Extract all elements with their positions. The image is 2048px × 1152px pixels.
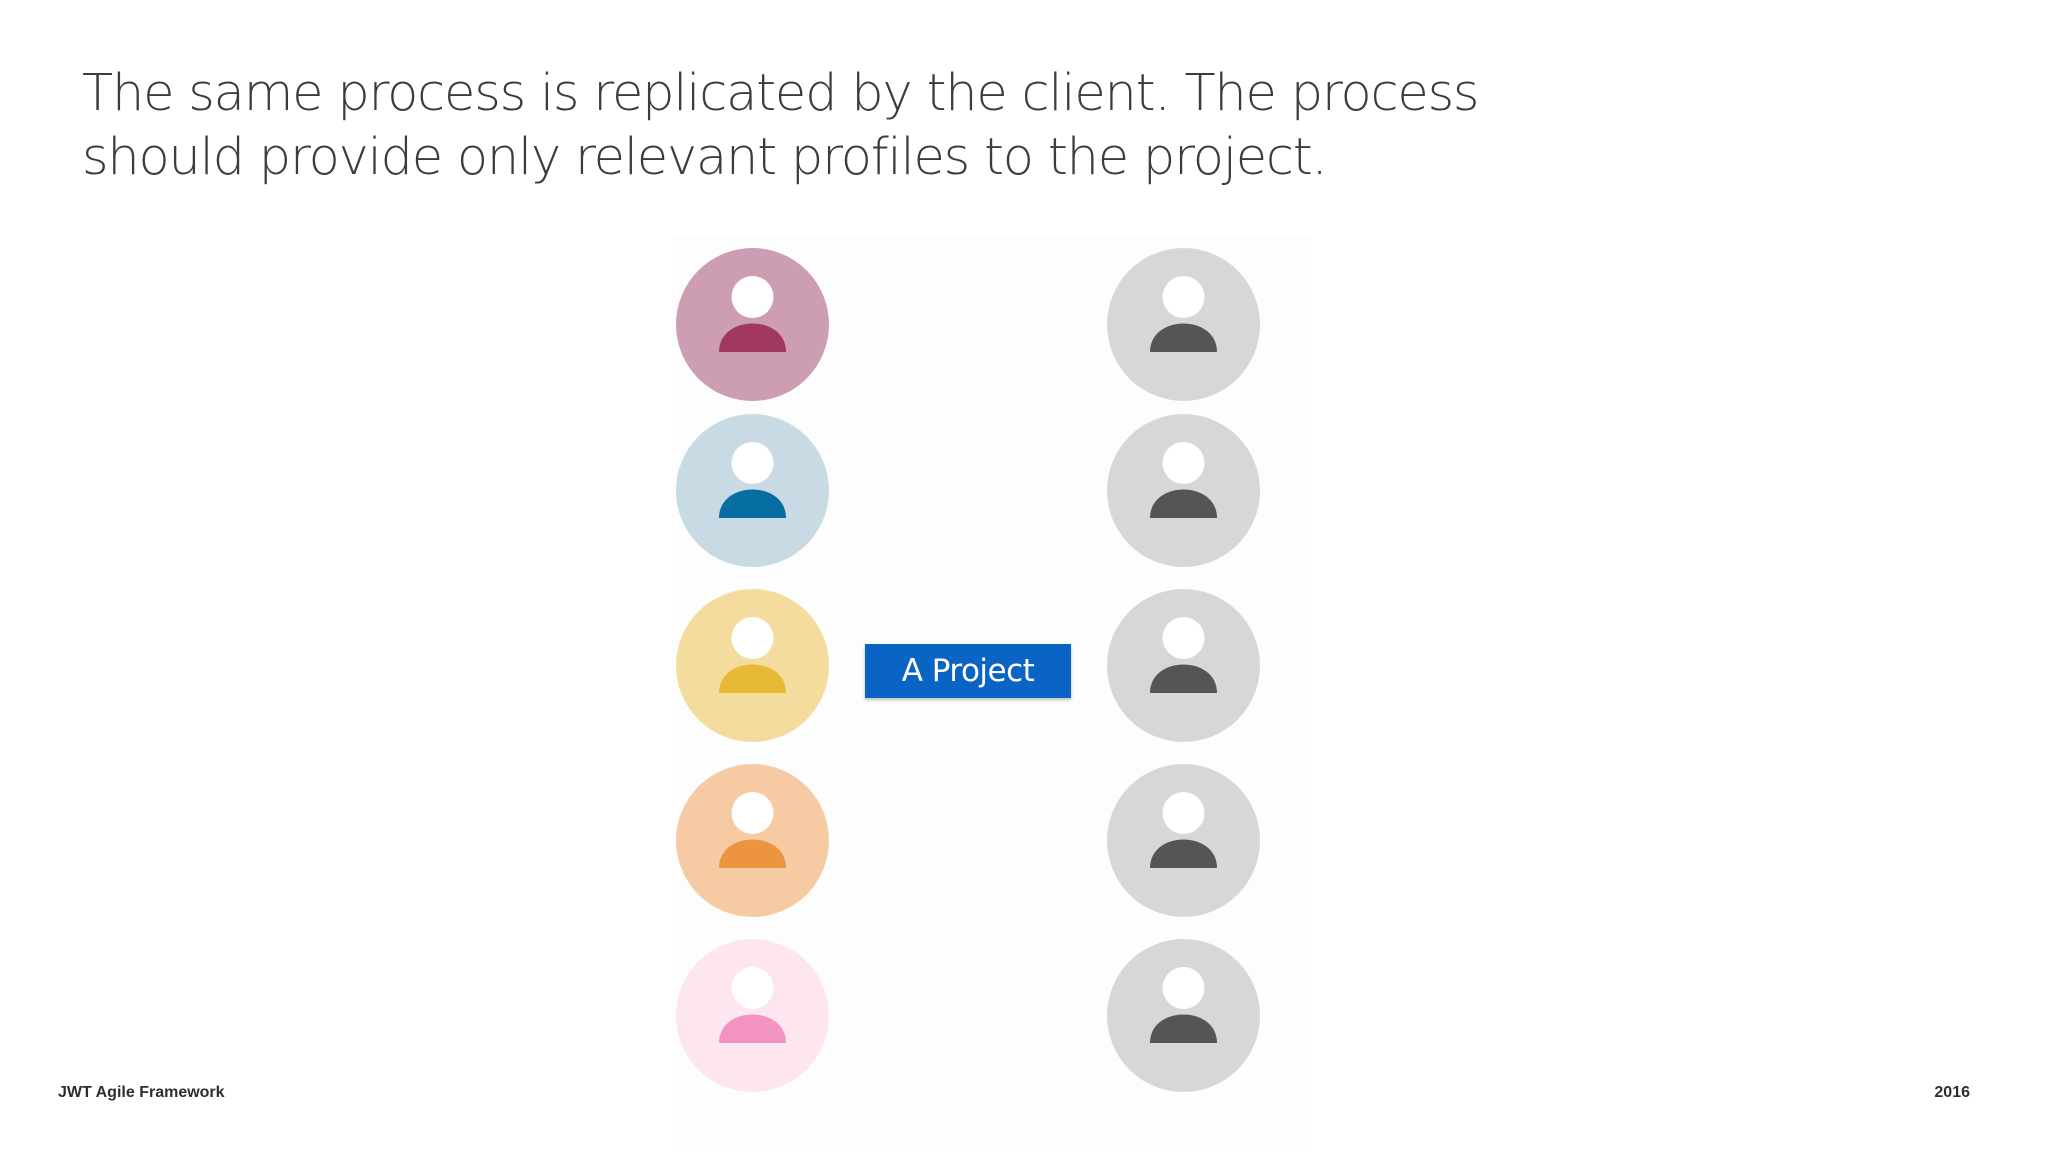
person-head <box>731 276 774 318</box>
person-icon <box>719 792 786 868</box>
person-icon <box>719 967 786 1043</box>
footer-year: 2016 <box>1934 1084 1970 1101</box>
person-head <box>731 792 774 834</box>
person-head <box>1162 792 1205 834</box>
profile-avatar-right-1 <box>1107 248 1260 401</box>
person-body <box>719 839 786 868</box>
person-icon <box>1150 792 1217 868</box>
slide-title-line-1: The same process is replicated by the cl… <box>82 64 1480 123</box>
person-body <box>1150 1014 1217 1043</box>
profile-avatar-right-3 <box>1107 589 1260 742</box>
person-body <box>719 323 786 352</box>
person-icon <box>1150 442 1217 518</box>
person-body <box>719 1014 786 1043</box>
person-icon <box>1150 967 1217 1043</box>
profile-avatar-left-5 <box>676 939 829 1092</box>
person-body <box>719 489 786 518</box>
profile-avatar-left-3 <box>676 589 829 742</box>
person-body <box>1150 839 1217 868</box>
profile-avatar-left-4 <box>676 764 829 917</box>
person-head <box>1162 617 1205 659</box>
person-body <box>1150 489 1217 518</box>
footer-brand: JWT Agile Framework <box>58 1084 225 1101</box>
person-head <box>1162 276 1205 318</box>
profile-avatar-right-5 <box>1107 939 1260 1092</box>
person-icon <box>1150 617 1217 693</box>
slide-title-line-2: should provide only relevant profiles to… <box>82 128 1328 187</box>
person-body <box>1150 664 1217 693</box>
person-head <box>731 617 774 659</box>
profile-avatar-left-2 <box>676 414 829 567</box>
person-icon <box>719 617 786 693</box>
person-body <box>1150 323 1217 352</box>
slide-title: The same process is replicated by the cl… <box>82 62 1482 190</box>
profile-avatar-right-4 <box>1107 764 1260 917</box>
profile-avatar-left-1 <box>676 248 829 401</box>
profile-avatar-right-2 <box>1107 414 1260 567</box>
person-head <box>1162 967 1205 1009</box>
person-head <box>1162 442 1205 484</box>
project-box: A Project <box>865 644 1071 698</box>
person-icon <box>1150 276 1217 352</box>
person-icon <box>719 276 786 352</box>
person-head <box>731 442 774 484</box>
person-head <box>731 967 774 1009</box>
person-icon <box>719 442 786 518</box>
person-body <box>719 664 786 693</box>
